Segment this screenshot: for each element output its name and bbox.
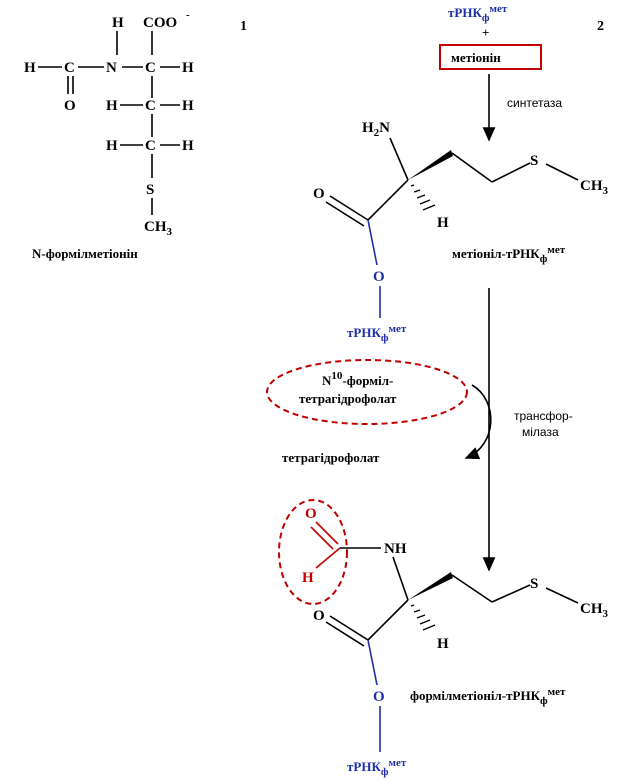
struct1-name: N-формілметіонін xyxy=(32,246,138,261)
atom-h: H xyxy=(437,636,449,652)
trna-struct3: тРНКфмет xyxy=(347,757,407,778)
atom-o-link: O xyxy=(373,269,385,285)
atom-h2n: H2N xyxy=(362,120,390,139)
thf-product: тетрагідрофолат xyxy=(282,450,380,465)
atom-s: S xyxy=(530,576,538,592)
atom-c: C xyxy=(145,98,156,114)
atom-h: H xyxy=(437,215,449,231)
atom-o: O xyxy=(64,98,76,114)
enzyme-synthetase: синтетаза xyxy=(507,96,562,110)
atom-ch3: CH3 xyxy=(580,178,609,197)
struct2-name: метіоніл-тРНКфмет xyxy=(452,244,566,265)
atom-h: H xyxy=(24,60,36,76)
atom-coo: COO xyxy=(143,15,177,31)
atom-h: H xyxy=(182,138,194,154)
atom-c: C xyxy=(145,138,156,154)
coo-charge: - xyxy=(186,9,190,21)
label-number-1: 1 xyxy=(240,19,247,34)
atom-h-red: H xyxy=(302,570,314,586)
trna-struct2: тРНКфмет xyxy=(347,323,407,344)
methionine-box xyxy=(439,44,542,70)
atom-h: H xyxy=(106,98,118,114)
plus-sign: + xyxy=(482,25,489,40)
atom-o: O xyxy=(313,608,325,624)
atom-o-red: O xyxy=(305,506,317,522)
atom-s: S xyxy=(146,182,154,198)
label-number-2: 2 xyxy=(597,19,604,34)
atom-ch3: CH3 xyxy=(580,601,609,620)
atom-o: O xyxy=(313,186,325,202)
atom-s: S xyxy=(530,153,538,169)
curved-arrow xyxy=(464,384,492,460)
atom-h: H xyxy=(112,15,124,31)
formyl-ellipse xyxy=(278,499,348,605)
atom-c: C xyxy=(145,60,156,76)
atom-c: C xyxy=(64,60,75,76)
donor-line2: тетрагідрофолат xyxy=(299,391,397,406)
enzyme-transformylase-2: мілаза xyxy=(522,425,559,439)
atom-nh: NH xyxy=(384,541,407,557)
structure-methionyl-trna: H2N S CH3 H O O тРНКфмет xyxy=(313,120,609,344)
methionine-label: метіонін xyxy=(451,50,501,65)
trna-top: тРНКфмет xyxy=(448,3,508,24)
atom-h: H xyxy=(106,138,118,154)
donor-line1: N10-форміл- xyxy=(322,370,393,388)
atom-n: N xyxy=(106,60,117,76)
donor-ellipse xyxy=(266,359,468,425)
atom-o-link: O xyxy=(373,689,385,705)
atom-ch3: CH3 xyxy=(144,219,173,238)
atom-h: H xyxy=(182,98,194,114)
struct3-name: формілметіоніл-тРНКфмет xyxy=(410,686,566,707)
enzyme-transformylase-1: трансфор- xyxy=(514,409,573,423)
atom-h: H xyxy=(182,60,194,76)
structure-n-formylmethionine: H COO - H C N C H O H C H H C H S CH3 N-… xyxy=(24,9,194,261)
structure-formylmethionyl-trna: O H NH S CH3 H O O тРНКфмет xyxy=(278,499,609,778)
